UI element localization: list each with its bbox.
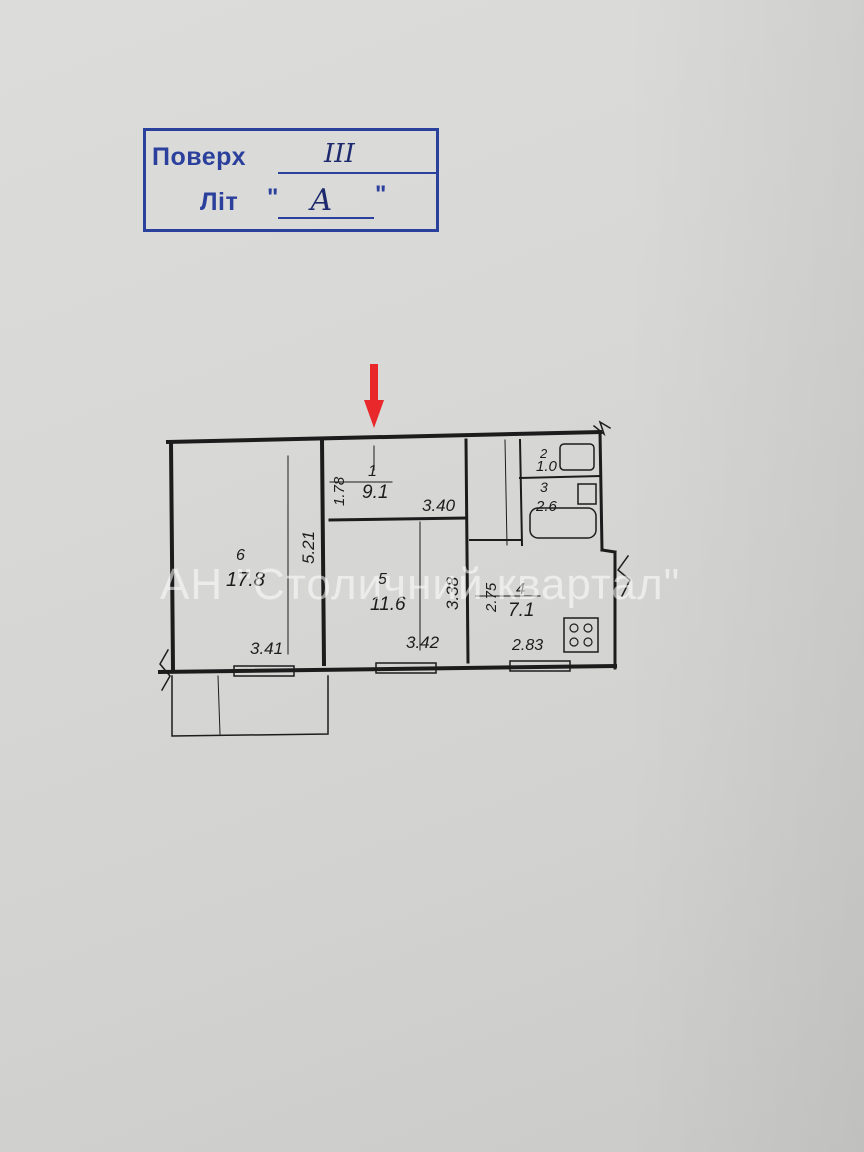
lit-value: А [310,183,333,218]
burner-4 [583,637,593,647]
room-6-area: 17.8 [226,569,265,591]
floor-stamp: Поверх III Літ " А " [143,128,439,232]
room-3-area: 2.6 [535,498,558,515]
room-5-area: 11.6 [370,594,406,615]
break-mark-top [592,420,612,437]
window-room5 [375,662,437,674]
room-2-number: 2 [539,446,548,461]
window-room4 [509,660,571,672]
lit-quote-open: " [267,184,279,211]
partition-bath [518,438,524,547]
break-mark-left [159,648,171,692]
left-wall [168,439,176,673]
partition-1-5 [328,516,468,522]
floor-underline [278,172,436,174]
room-1-area: 9.1 [362,482,388,503]
burner-2 [583,623,593,633]
break-mark-right [616,554,631,598]
room-6-number: 6 [236,547,245,564]
right-wall-jog [600,548,617,554]
partition-6-5 [319,437,327,667]
burner-1 [569,623,579,633]
toilet-fixture [559,443,595,471]
balcony-divider [217,675,221,735]
room-3-number: 3 [540,479,548,495]
room-2-area: 1.0 [536,458,558,475]
entrance-arrow [364,364,384,428]
partition-bath-inner [504,439,508,546]
dim-room5-height: 3.38 [443,576,462,610]
window-room6 [233,665,295,677]
lit-underline [278,217,374,219]
burner-3 [569,637,579,647]
top-wall [165,429,603,445]
room-5-number: 5 [378,571,387,588]
dim-room1-side: 1.78 [331,476,348,506]
partition-5-4 [464,438,470,664]
dim-room5-width: 3.42 [406,633,440,652]
dim-room6-height: 5.21 [299,531,318,564]
dim-room1-width: 3.40 [422,496,456,515]
dim-room6-width: 3.41 [250,639,283,658]
bathtub-fixture [529,507,597,539]
dim-room4-width: 2.83 [511,637,543,654]
dim-room4-height: 2.75 [483,582,500,613]
room-4-area: 7.1 [508,600,534,621]
room-1-number: 1 [368,463,377,480]
floor-value: III [324,139,355,169]
right-wall-upper [598,430,604,552]
lit-quote-close: " [375,181,387,208]
room-4-number: 4 [516,581,525,598]
agency-watermark: АН "Столичний квартал" [160,560,681,609]
floor-label: Поверх [152,143,247,171]
stove-fixture [563,617,599,653]
partition-2-3 [518,474,602,480]
balcony [171,675,329,737]
sink-fixture [577,483,597,505]
bottom-wall [157,663,618,675]
lit-label: Літ [200,188,239,216]
